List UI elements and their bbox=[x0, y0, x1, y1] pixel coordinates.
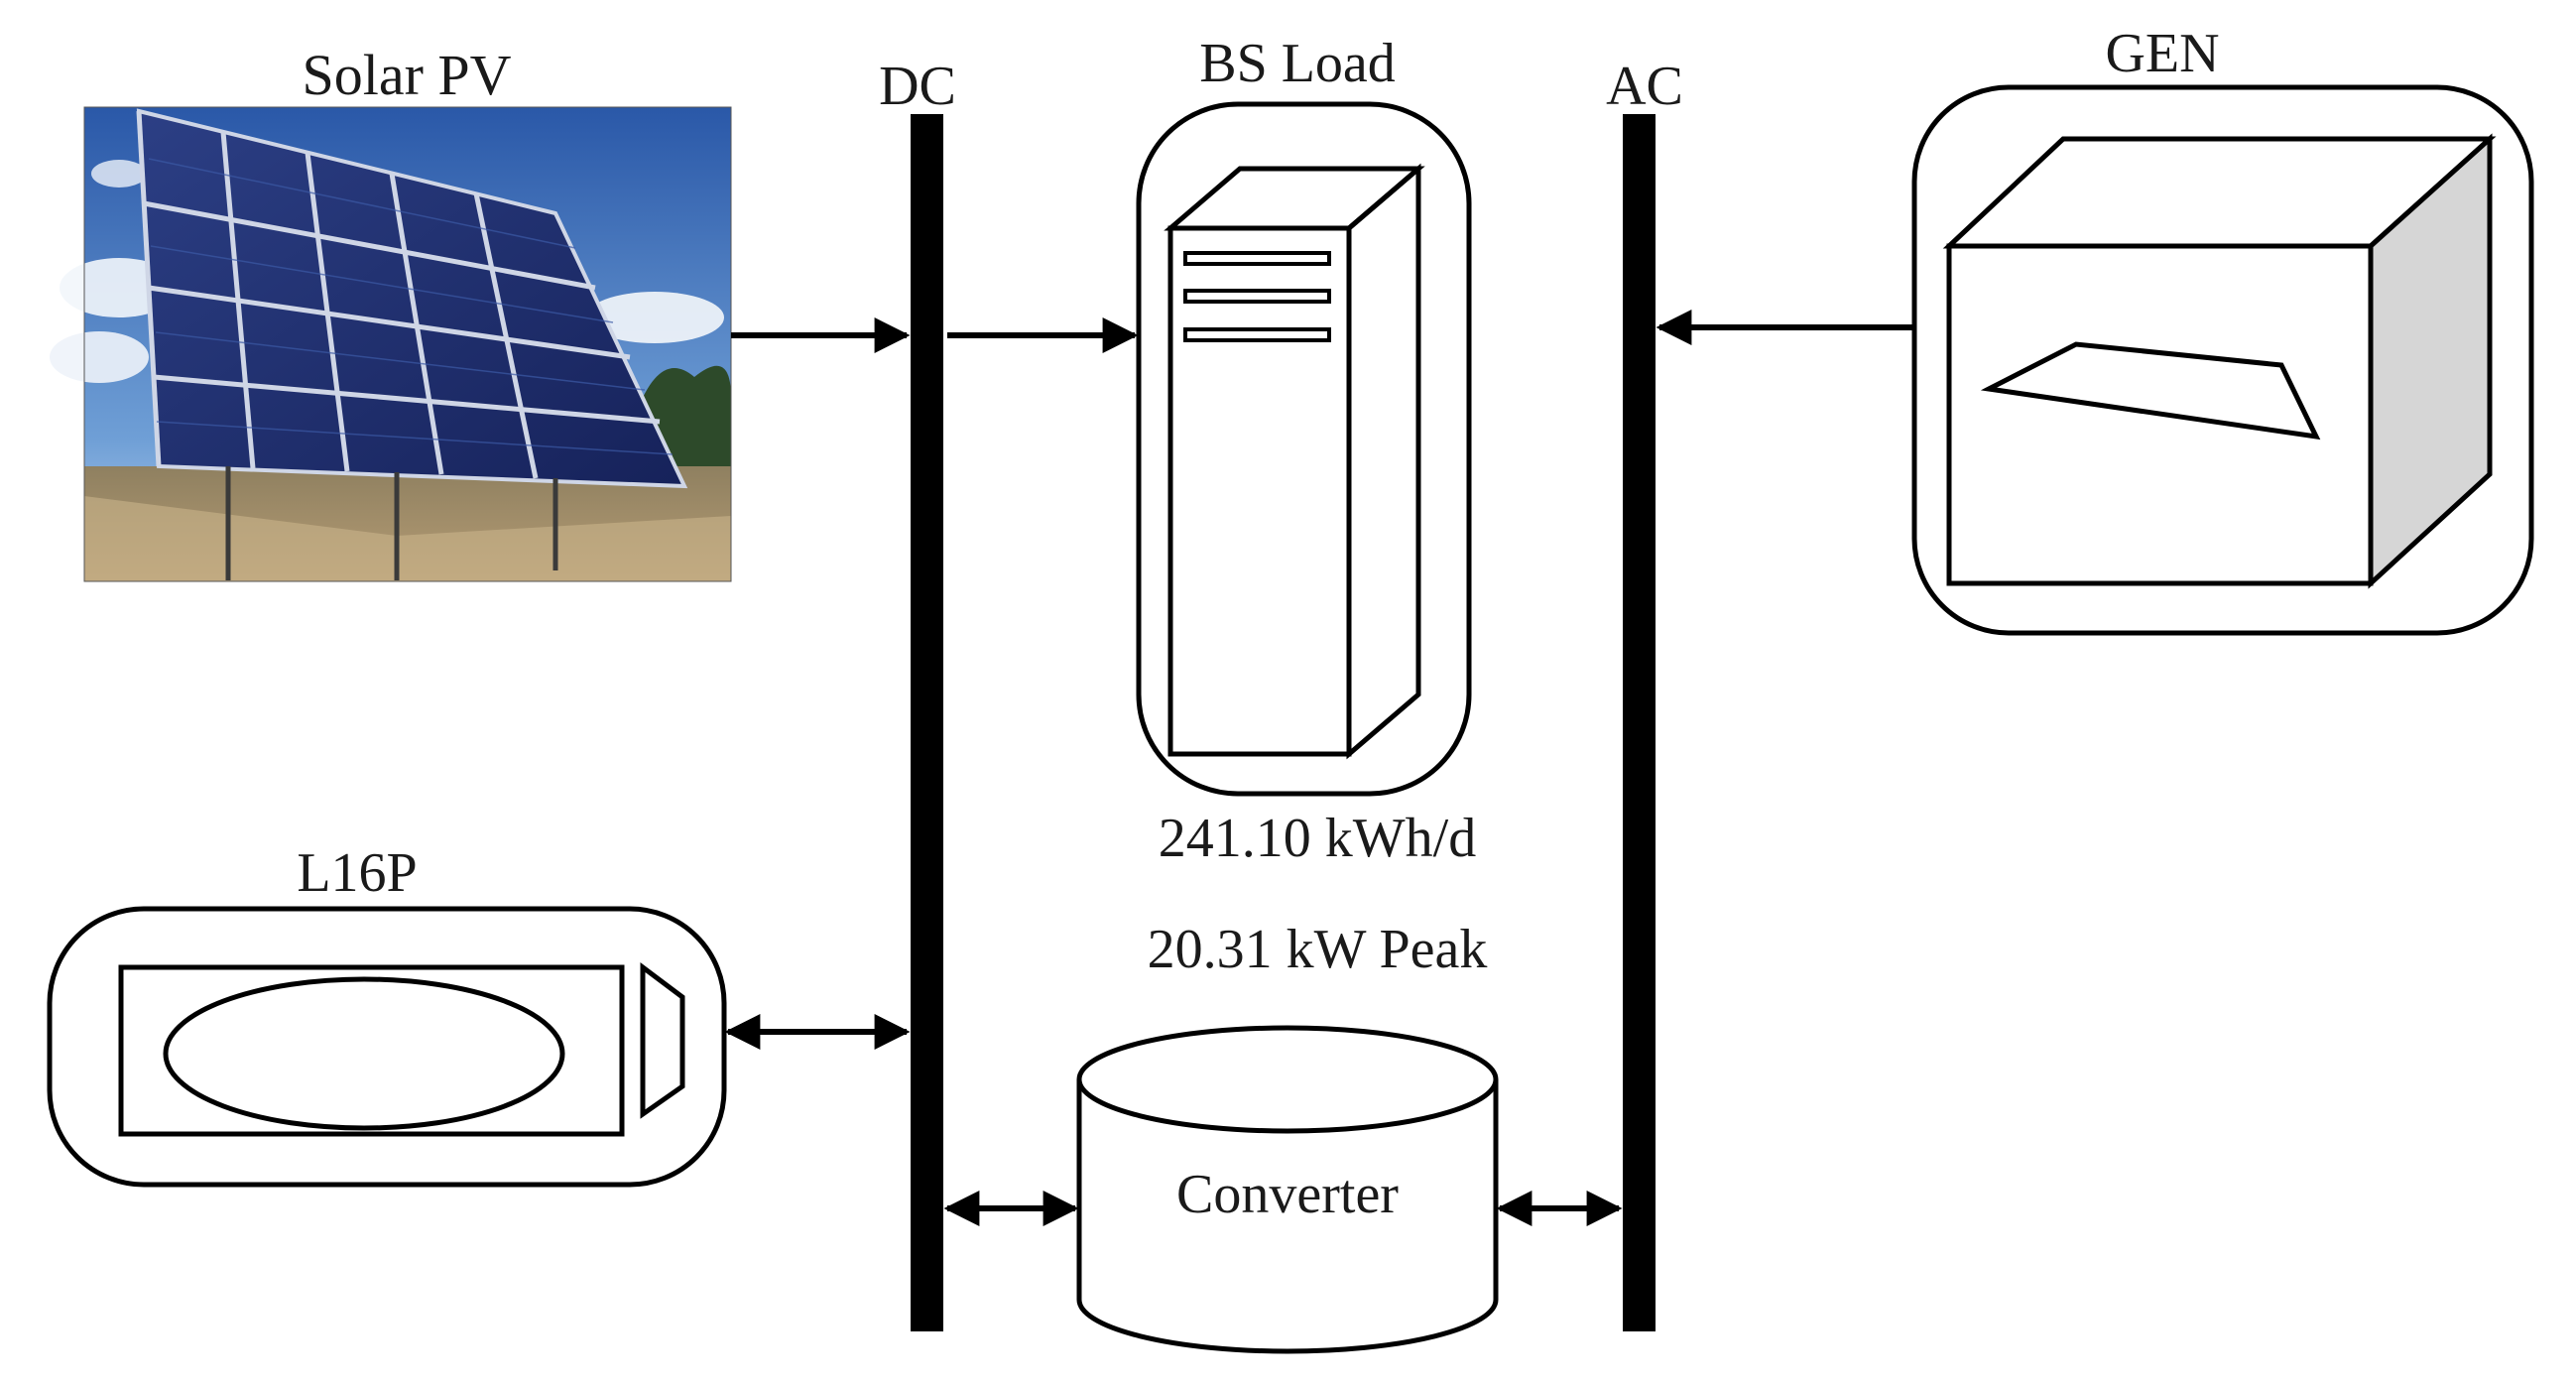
ac-bus bbox=[1623, 114, 1656, 1331]
converter-label: Converter bbox=[1176, 1164, 1399, 1225]
bs-load-server-icon bbox=[1136, 101, 1472, 797]
converter-icon bbox=[1076, 1025, 1499, 1354]
battery-label: L16P bbox=[297, 842, 417, 904]
solar-pv-image bbox=[50, 106, 732, 582]
load-daily-energy: 241.10 kWh/d bbox=[1159, 808, 1476, 869]
load-peak-power: 20.31 kW Peak bbox=[1148, 919, 1488, 980]
bs-load-label: BS Load bbox=[1199, 33, 1396, 94]
generator-icon bbox=[1911, 84, 2534, 636]
generator-label: GEN bbox=[2105, 23, 2219, 84]
solar-pv-label: Solar PV bbox=[302, 43, 511, 107]
battery-icon bbox=[47, 906, 727, 1188]
ac-bus-label: AC bbox=[1606, 56, 1683, 117]
dc-bus-label: DC bbox=[879, 56, 956, 117]
dc-bus bbox=[911, 114, 943, 1331]
